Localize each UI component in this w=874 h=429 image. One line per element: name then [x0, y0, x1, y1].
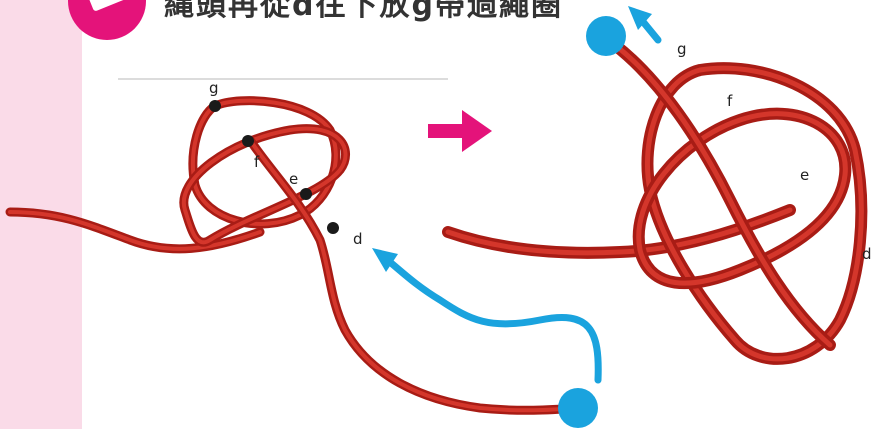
- left-blue-arrow: [381, 254, 602, 384]
- left-label-e: e: [289, 170, 299, 188]
- right-label-e: e: [800, 166, 810, 184]
- right-label-d: d: [862, 245, 872, 263]
- right-label-f: f: [727, 92, 733, 110]
- left-label-d: d: [353, 230, 363, 248]
- left-rope-diagonal: [245, 135, 583, 415]
- right-knot-rope: [442, 39, 868, 365]
- left-knot-rope: [5, 96, 583, 415]
- right-rope-end-dot: [586, 16, 626, 56]
- right-blue-arrow: [628, 6, 662, 44]
- left-label-g: g: [209, 79, 219, 97]
- right-label-g: g: [677, 40, 687, 58]
- header-divider: [118, 78, 448, 80]
- left-rope-end-dot: [558, 388, 598, 428]
- step-title: 縄頭再從d往下放g帶過繩圈: [164, 0, 563, 23]
- marker-g: [209, 100, 221, 112]
- marker-f: [242, 135, 254, 147]
- step-header: 縄頭再從d往下放g帶過繩圈: [60, 0, 620, 40]
- right-loop-inner: [632, 107, 852, 290]
- left-label-f: f: [254, 153, 260, 171]
- marker-d: [327, 222, 339, 234]
- marker-e: [300, 188, 312, 200]
- step-arrow-icon: [428, 110, 492, 152]
- left-blue-arrowhead: [372, 248, 398, 272]
